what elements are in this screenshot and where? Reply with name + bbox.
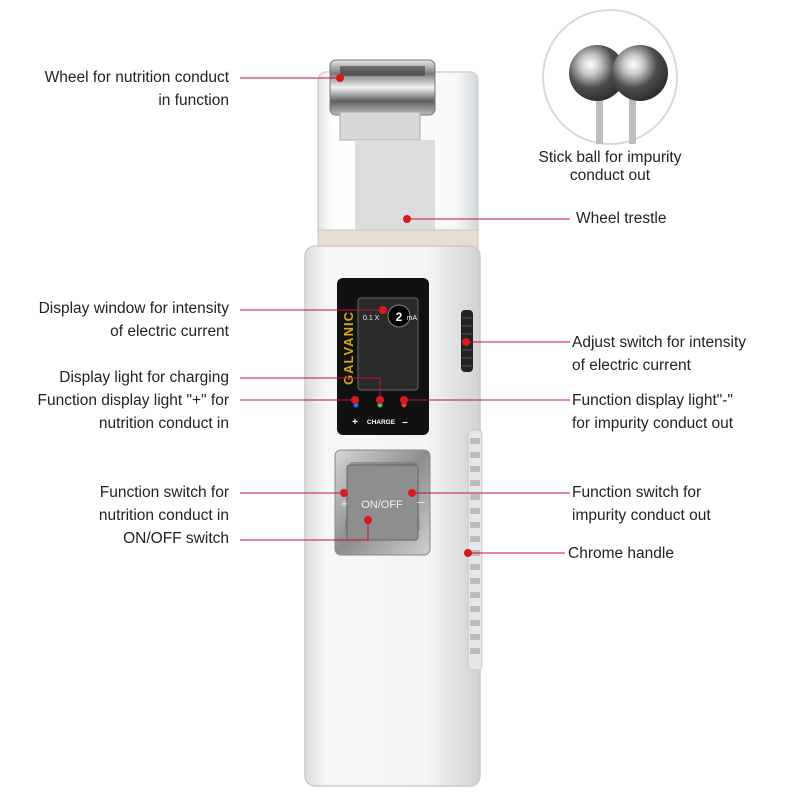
label-display-light-charging: Display light for charging [59, 369, 229, 386]
level-text: 2 [396, 310, 403, 324]
roller-head [317, 59, 479, 249]
label-display-window: Display window for intensity of electric… [38, 300, 229, 340]
leader-lines [240, 77, 570, 554]
control-pad[interactable] [334, 449, 431, 556]
label-chrome-handle: Chrome handle [568, 545, 674, 562]
multiplier-text: 0.1 X [363, 315, 380, 322]
label-function-light-plus: Function display light "+" for nutrition… [37, 392, 229, 432]
plus-sign: + [352, 417, 358, 428]
label-adjust-switch: Adjust switch for intensity of electric … [572, 334, 747, 374]
label-function-switch-nutrition: Function switch for nutrition conduct in… [98, 484, 229, 547]
charge-text: CHARGE [367, 419, 396, 426]
button-minus[interactable]: – [417, 494, 425, 509]
display-window [337, 278, 429, 435]
label-function-light-minus: Function display light"-" for impurity c… [572, 392, 734, 432]
label-stick-ball: Stick ball for impurity conduct out [538, 149, 682, 184]
label-function-switch-impurity: Function switch for impurity conduct out [572, 484, 711, 524]
button-plus[interactable]: + [340, 496, 348, 511]
leader-dots [336, 74, 472, 557]
brand-text: GALVANIC [341, 311, 356, 385]
stick-ball-inset [542, 9, 678, 145]
label-wheel-trestle: Wheel trestle [576, 210, 667, 227]
label-wheel-nutrition: Wheel for nutrition conduct in function [44, 69, 229, 109]
unit-text: mA [407, 315, 418, 322]
minus-sign: – [402, 417, 408, 428]
on-off-button-label[interactable]: ON/OFF [361, 499, 403, 511]
